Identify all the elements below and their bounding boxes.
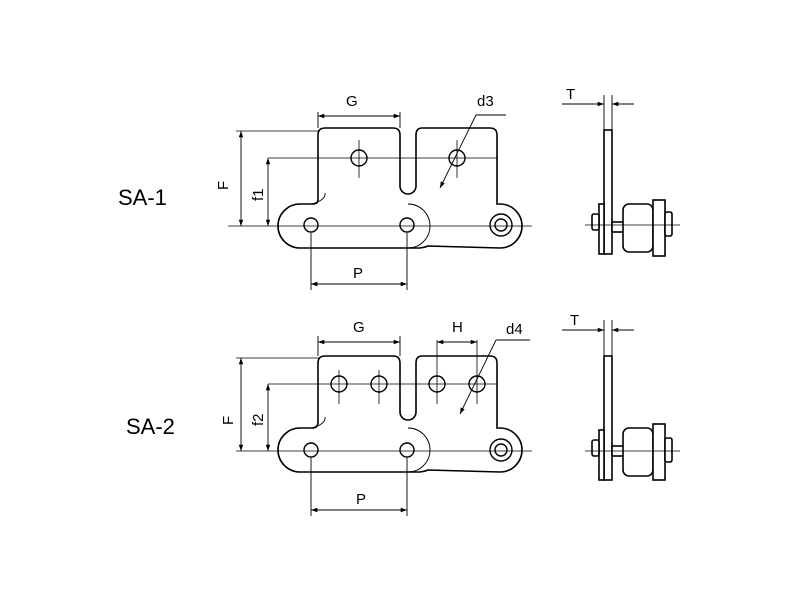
sa1-p-label: P [353, 265, 363, 282]
sa2-p-label: P [356, 491, 366, 508]
sa2-pin-hole [399, 442, 415, 458]
sa2-roller-inner [494, 443, 508, 457]
sa2-side-link [598, 429, 605, 481]
sa2-t-label: T [570, 312, 579, 329]
sa2-group: SA-2 G H d4 F f2 [126, 312, 680, 516]
sa1-pin-end [664, 211, 673, 237]
sa1-d3-leader [439, 114, 477, 189]
sa2-pin-head [591, 439, 600, 457]
sa1-label: SA-1 [118, 185, 167, 210]
sa1-t-label: T [566, 86, 575, 103]
sa2-side-plate [603, 355, 613, 481]
sa1-side-link [598, 203, 605, 255]
sa2-d4-label: d4 [506, 321, 523, 338]
sa1-side-view: T [562, 86, 680, 257]
sa1-roller-body [622, 203, 654, 253]
sa2-pin-hole [303, 442, 319, 458]
sa1-roller-inner [494, 218, 508, 232]
sa2-label: SA-2 [126, 414, 175, 439]
sa2-d4-leader [459, 339, 497, 415]
sa1-pin-hole [399, 217, 415, 233]
sa2-g-label: G [353, 319, 365, 336]
sa1-f1-label: f1 [250, 188, 267, 201]
sa1-group: SA-1 G d3 F f1 [118, 86, 680, 290]
sa2-f2-label: f2 [250, 413, 267, 426]
sa2-h-label: H [452, 319, 463, 336]
sa2-side-view: T [562, 312, 680, 481]
sa2-outer-plate [652, 423, 666, 481]
sa1-pin-head [591, 213, 600, 231]
sa2-pin-end [664, 437, 673, 463]
sa1-outer-plate [652, 199, 666, 257]
sa1-pin-hole [303, 217, 319, 233]
sa1-g-label: G [346, 93, 358, 110]
sa2-inner-plate [311, 416, 431, 473]
sa2-roller-body [622, 427, 654, 477]
sa1-side-plate [603, 129, 613, 255]
sa1-f-label: F [215, 181, 232, 190]
sa2-f-label: F [220, 416, 237, 425]
sa1-d3-label: d3 [477, 93, 494, 110]
